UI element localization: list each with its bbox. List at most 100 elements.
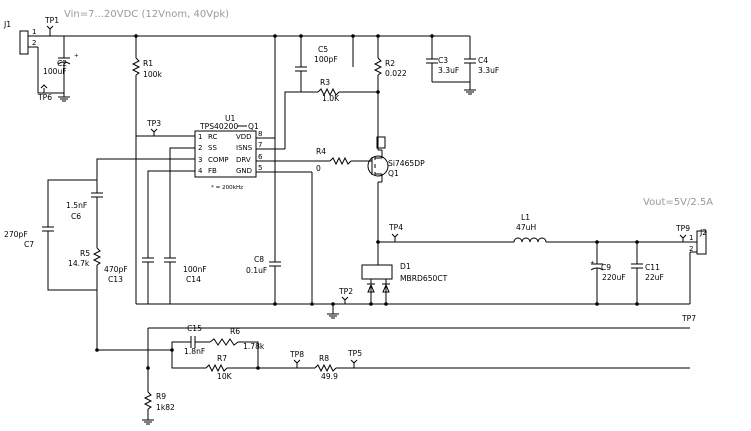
u1-ic: U1 TPS40200 Q1 1 RC 2 SS 3 COMP 4 FB VDD… bbox=[194, 114, 263, 191]
svg-text:1: 1 bbox=[32, 28, 36, 36]
svg-text:0.022: 0.022 bbox=[385, 69, 407, 78]
svg-text:+: + bbox=[74, 53, 79, 59]
q1-mosfet: Si7465DP Q1 bbox=[366, 150, 425, 182]
svg-text:TP5: TP5 bbox=[347, 349, 362, 358]
svg-text:R4: R4 bbox=[316, 147, 326, 156]
svg-text:D1: D1 bbox=[400, 262, 411, 271]
r8-resistor: R8 49.9 bbox=[314, 354, 690, 381]
svg-text:C8: C8 bbox=[254, 255, 264, 264]
svg-text:VDD: VDD bbox=[236, 133, 252, 141]
svg-text:100k: 100k bbox=[143, 70, 162, 79]
c4-capacitor: C4 3.3uF bbox=[464, 36, 499, 90]
c9-capacitor: + C9 220uF bbox=[590, 242, 626, 304]
c8-capacitor: C8 0.1uF bbox=[246, 255, 281, 304]
svg-text:6: 6 bbox=[258, 153, 263, 161]
tp6-testpoint: TP6 bbox=[37, 84, 52, 102]
svg-text:2: 2 bbox=[32, 39, 36, 47]
svg-text:1: 1 bbox=[689, 234, 693, 242]
svg-text:Q1: Q1 bbox=[388, 169, 399, 178]
svg-text:TP3: TP3 bbox=[146, 119, 161, 128]
svg-text:FB: FB bbox=[208, 167, 217, 175]
svg-text:U1: U1 bbox=[225, 114, 236, 123]
svg-text:R3: R3 bbox=[320, 78, 330, 87]
svg-text:3.3uF: 3.3uF bbox=[438, 66, 459, 75]
svg-text:C6: C6 bbox=[71, 212, 81, 221]
r4-resistor: R4 0 bbox=[312, 147, 366, 173]
svg-text:3.3uF: 3.3uF bbox=[478, 66, 499, 75]
tp8-testpoint: TP8 bbox=[289, 350, 304, 368]
svg-text:ISNS: ISNS bbox=[236, 144, 253, 152]
j2-connector: J2 1 2 bbox=[689, 228, 707, 304]
tp7-testpoint: TP7 bbox=[681, 314, 696, 323]
svg-text:5: 5 bbox=[258, 164, 262, 172]
svg-text:TP8: TP8 bbox=[289, 350, 304, 359]
svg-text:* = 200kHz: * = 200kHz bbox=[211, 185, 243, 191]
svg-text:TP4: TP4 bbox=[388, 223, 403, 232]
svg-text:Si7465DP: Si7465DP bbox=[388, 159, 425, 168]
svg-text:TP7: TP7 bbox=[681, 314, 696, 323]
svg-text:10K: 10K bbox=[217, 372, 233, 381]
r5-resistor: R5 14.7k bbox=[68, 247, 102, 350]
svg-text:C13: C13 bbox=[108, 275, 123, 284]
svg-text:TP9: TP9 bbox=[675, 224, 690, 233]
svg-text:TP6: TP6 bbox=[37, 93, 52, 102]
svg-text:1: 1 bbox=[198, 133, 202, 141]
tp3-testpoint: TP3 bbox=[146, 119, 161, 136]
svg-text:0: 0 bbox=[316, 164, 321, 173]
tp9-testpoint: TP9 bbox=[675, 224, 690, 242]
svg-text:270pF: 270pF bbox=[4, 230, 28, 239]
q1-tab bbox=[376, 136, 386, 149]
svg-text:1.78k: 1.78k bbox=[243, 342, 265, 351]
j1-connector: J1 1 2 bbox=[3, 20, 64, 94]
tp2-testpoint: TP2 bbox=[338, 287, 353, 304]
c14-capacitor: 100nF C14 bbox=[164, 257, 207, 304]
svg-text:C11: C11 bbox=[645, 263, 660, 272]
r6-resistor: R6 1.78k bbox=[209, 327, 265, 368]
svg-text:C2: C2 bbox=[57, 59, 67, 68]
r9-resistor: R9 1k82 bbox=[142, 390, 175, 425]
tp5-testpoint: TP5 bbox=[347, 349, 362, 368]
svg-text:C5: C5 bbox=[318, 45, 328, 54]
svg-text:8: 8 bbox=[258, 130, 262, 138]
tp4-testpoint: TP4 bbox=[388, 223, 403, 242]
svg-text:TPS40200: TPS40200 bbox=[199, 122, 238, 131]
r3-resistor: R3 1.0K bbox=[284, 78, 378, 149]
svg-text:C9: C9 bbox=[601, 263, 611, 272]
svg-text:R7: R7 bbox=[217, 354, 227, 363]
vin-label: Vin=7...20VDC (12Vnom, 40Vpk) bbox=[64, 9, 229, 20]
c15-capacitor: C15 1.8nF bbox=[171, 324, 210, 356]
svg-text:7: 7 bbox=[258, 141, 262, 149]
svg-text:TP2: TP2 bbox=[338, 287, 353, 296]
svg-text:C7: C7 bbox=[24, 240, 34, 249]
j1-label: J1 bbox=[3, 20, 11, 29]
r2-resistor: R2 0.022 bbox=[373, 36, 407, 150]
c5-capacitor: C5 100pF bbox=[295, 36, 338, 92]
tp1-testpoint: TP1 bbox=[44, 16, 59, 36]
svg-text:COMP: COMP bbox=[208, 156, 229, 164]
svg-text:14.7k: 14.7k bbox=[68, 259, 90, 268]
svg-text:1.5nF: 1.5nF bbox=[66, 201, 87, 210]
svg-text:22uF: 22uF bbox=[645, 273, 664, 282]
svg-text:2: 2 bbox=[198, 144, 202, 152]
svg-text:49.9: 49.9 bbox=[321, 372, 338, 381]
svg-text:100nF: 100nF bbox=[183, 265, 207, 274]
svg-text:MBRD650CT: MBRD650CT bbox=[400, 274, 448, 283]
junction-dots bbox=[95, 34, 639, 370]
svg-text:L1: L1 bbox=[521, 213, 530, 222]
svg-text:C4: C4 bbox=[478, 56, 488, 65]
svg-text:47uH: 47uH bbox=[516, 223, 536, 232]
svg-text:C15: C15 bbox=[187, 324, 202, 333]
c3-capacitor: C3 3.3uF bbox=[426, 36, 459, 82]
svg-text:R5: R5 bbox=[80, 249, 90, 258]
svg-text:Q1: Q1 bbox=[248, 122, 259, 131]
svg-text:TP1: TP1 bbox=[44, 16, 59, 25]
svg-text:DRV: DRV bbox=[236, 156, 251, 164]
svg-text:J2: J2 bbox=[699, 228, 707, 237]
svg-text:220uF: 220uF bbox=[602, 273, 626, 282]
svg-text:4: 4 bbox=[198, 167, 203, 175]
svg-text:470pF: 470pF bbox=[104, 265, 128, 274]
svg-text:R1: R1 bbox=[143, 59, 153, 68]
svg-text:R6: R6 bbox=[230, 327, 240, 336]
vout-label: Vout=5V/2.5A bbox=[643, 197, 713, 208]
